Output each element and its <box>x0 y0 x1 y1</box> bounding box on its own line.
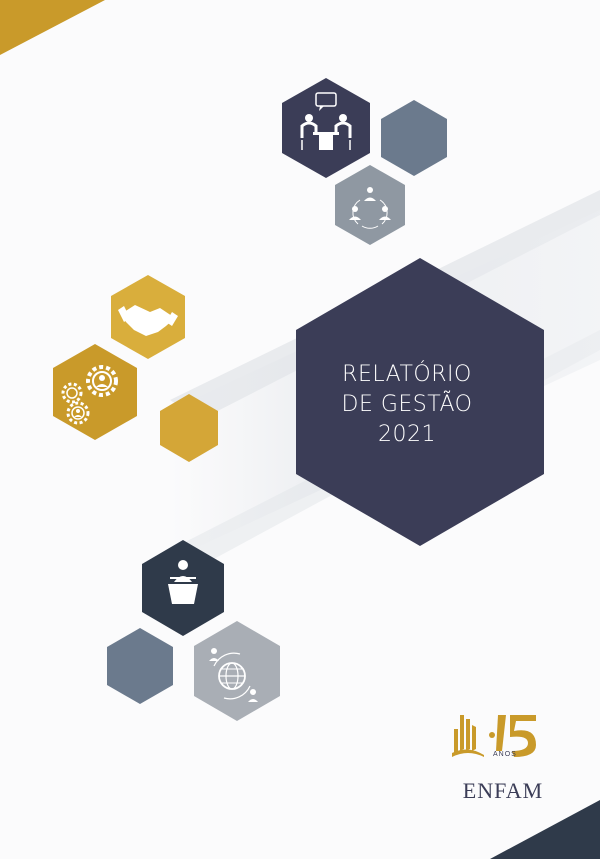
hex-slate-top <box>381 100 447 176</box>
logo-organization-name: ENFAM <box>462 778 544 803</box>
global-network-icon <box>209 648 258 702</box>
enfam-15-anos-logo <box>452 715 536 757</box>
corner-triangle-navy <box>490 800 600 859</box>
team-cycle-icon <box>349 187 391 229</box>
hex-gold-small <box>160 394 218 462</box>
speaker-podium-icon <box>168 560 198 604</box>
handshake-icon <box>118 305 178 336</box>
title-line-2: DE GESTÃO <box>341 392 473 417</box>
hex-team-cycle <box>335 165 405 245</box>
gears-people-icon <box>61 365 118 425</box>
logo-anos-label: ANOS <box>493 751 517 758</box>
title-line-1: RELATÓRIO <box>342 362 472 387</box>
hex-meeting <box>282 78 370 178</box>
hex-slate-bottom <box>107 628 173 704</box>
report-title: RELATÓRIO DE GESTÃO 2021 <box>322 360 492 450</box>
title-year: 2021 <box>378 422 436 447</box>
corner-triangle-gold <box>0 0 105 55</box>
hex-title <box>296 258 544 546</box>
meeting-icon <box>300 92 352 150</box>
